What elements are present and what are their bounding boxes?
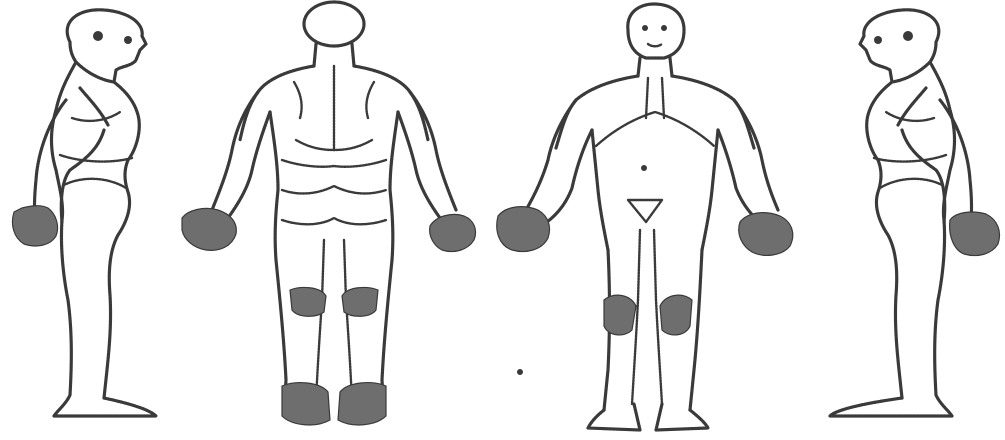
left-hand-shape (182, 208, 236, 250)
waist-line (282, 160, 386, 167)
right-scapula (366, 82, 374, 118)
buttocks-line (282, 186, 386, 193)
body-figure-front (497, 4, 793, 430)
head-outline (860, 10, 939, 82)
feet-shape (282, 383, 386, 425)
left-arm-outline (212, 92, 270, 218)
body-figure-side-left (12, 10, 156, 416)
navel-mark (641, 165, 647, 171)
groin-line (628, 200, 662, 222)
right-eye-mark (661, 25, 667, 31)
head-outline (628, 4, 684, 58)
chest-line (72, 112, 120, 121)
front-outline (104, 82, 139, 398)
head-outline (304, 2, 364, 46)
left-eye-mark (642, 25, 648, 31)
left-scapula (294, 82, 302, 118)
right-hand-shape (739, 213, 793, 256)
neck-outline (638, 58, 672, 76)
body-figure-side-right (830, 10, 1000, 416)
waist-line (874, 155, 946, 162)
ear-mark (903, 31, 913, 41)
left-hand-shape (497, 207, 550, 252)
foot-outline (54, 395, 156, 416)
head-outline (67, 10, 146, 82)
right-hand-shape (430, 214, 476, 251)
right-arm-outline (718, 100, 778, 224)
chest-line (886, 112, 934, 121)
stray-mark (517, 369, 523, 375)
eye-mark (124, 36, 132, 44)
inner-legs (632, 230, 662, 404)
front-outline (867, 82, 902, 398)
hip-line (64, 179, 126, 188)
hand-shape (950, 212, 1000, 256)
waist-line (60, 155, 132, 162)
knee-shading (290, 288, 378, 317)
body-figure-back (182, 2, 476, 425)
ear-mark (93, 31, 103, 41)
foot-outline (830, 395, 952, 416)
chest-line (596, 112, 714, 146)
mouth-line (648, 44, 662, 46)
gluteal-fold (282, 218, 386, 224)
right-arm-outline (398, 92, 456, 218)
left-arm-outline (526, 100, 592, 224)
hip-line (880, 179, 942, 188)
knee-shading (604, 295, 692, 335)
hand-shape (12, 206, 57, 246)
inner-legs (316, 240, 352, 400)
eye-mark (874, 36, 882, 44)
